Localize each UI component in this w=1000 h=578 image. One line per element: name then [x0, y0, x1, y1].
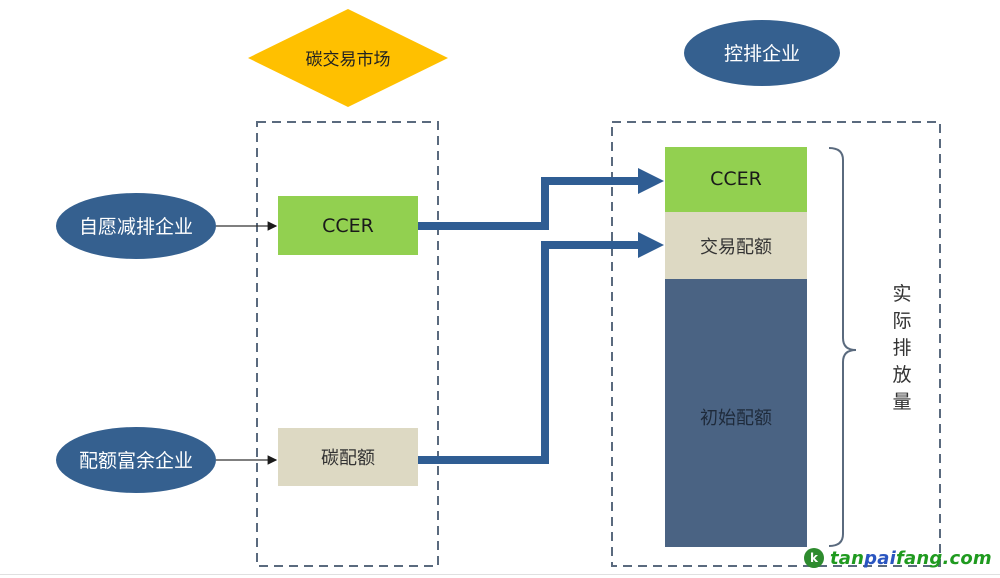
stack-traded-label: 交易配额	[700, 237, 772, 258]
vertical-char: 放	[892, 364, 911, 386]
stack-traded-segment	[665, 212, 807, 279]
market-diamond: 碳交易市场	[248, 9, 448, 107]
watermark-text-b: pai	[864, 547, 896, 569]
bottom-divider	[0, 574, 1000, 575]
vertical-char: 排	[892, 337, 911, 359]
surplus-enterprise-label: 配额富余企业	[79, 450, 193, 472]
vertical-char: 际	[892, 310, 911, 332]
vertical-char: 实	[892, 283, 911, 305]
stack-initial-segment	[665, 279, 807, 547]
watermark: k tanpaifang.com	[804, 545, 992, 571]
watermark-text-a: tan	[830, 547, 865, 569]
market-allowance-label: 碳配额	[321, 448, 375, 469]
watermark-text: tanpaifang.com	[830, 548, 992, 569]
voluntary-enterprise-ellipse: 自愿减排企业	[56, 193, 216, 259]
surplus-enterprise-ellipse: 配额富余企业	[56, 427, 216, 493]
market-label: 碳交易市场	[306, 50, 391, 70]
market-allowance-box: 碳配额	[278, 428, 418, 486]
emission-bracket	[828, 147, 857, 547]
market-container	[256, 121, 439, 567]
enterprise-container	[611, 121, 941, 567]
ccer-flow-arrow	[418, 168, 664, 230]
emission-stack: CCER 交易配额 初始配额	[665, 147, 807, 547]
vertical-char: 量	[892, 391, 911, 413]
stack-ccer-label: CCER	[710, 168, 762, 190]
market-ccer-label: CCER	[322, 215, 374, 237]
voluntary-enterprise-label: 自愿减排企业	[79, 216, 193, 238]
stack-ccer-segment	[665, 147, 807, 212]
watermark-text-c: fang.com	[895, 547, 992, 569]
stack-initial-label: 初始配额	[700, 408, 772, 429]
controlled-enterprise-label: 控排企业	[724, 43, 800, 65]
market-ccer-box: CCER	[278, 196, 418, 255]
watermark-logo-icon: k	[804, 548, 824, 568]
allowance-flow-arrow	[418, 232, 664, 464]
controlled-enterprise-ellipse: 控排企业	[684, 20, 840, 86]
actual-emissions-label: 实 际 排 放 量	[892, 283, 911, 413]
